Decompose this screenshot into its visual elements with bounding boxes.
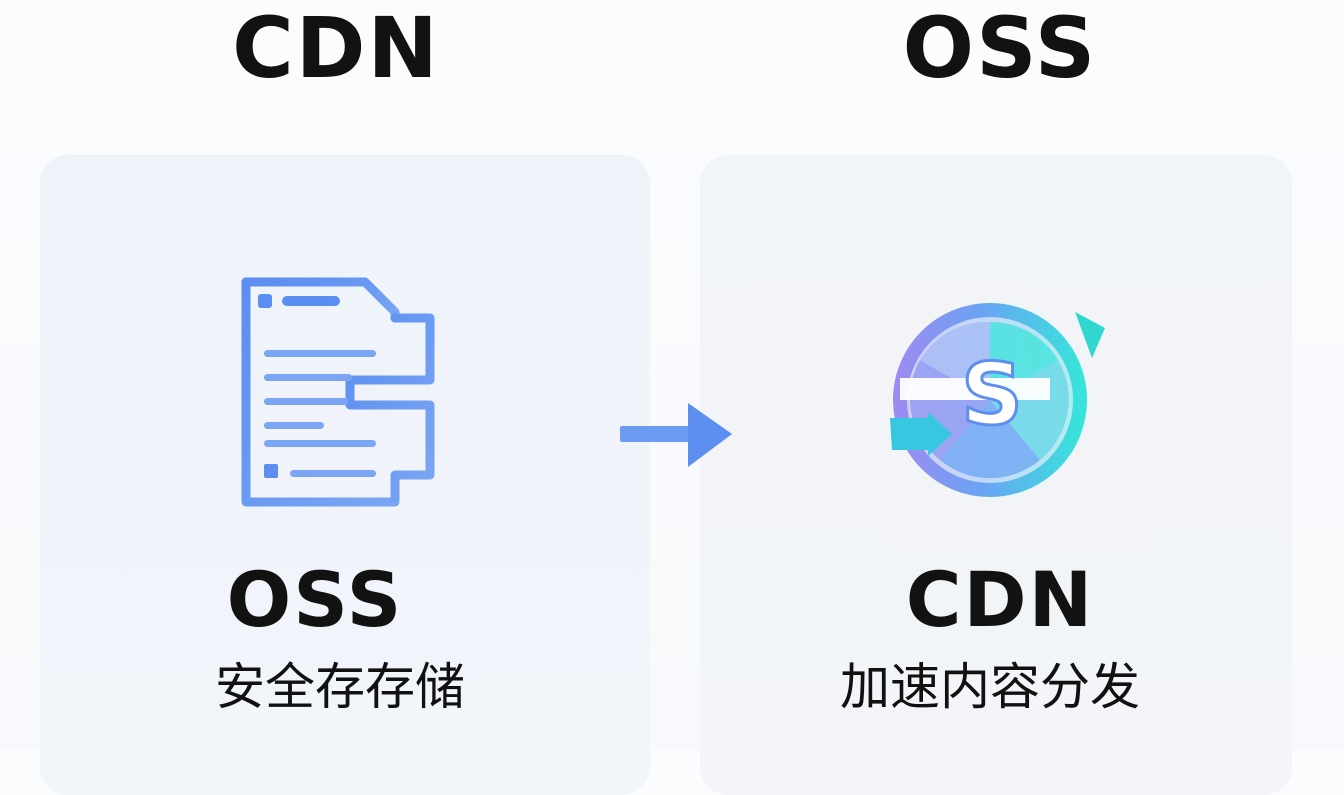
oss-label: OSS <box>226 555 404 644</box>
title-oss: OSS <box>902 0 1098 97</box>
document-storage-icon <box>241 277 435 507</box>
oss-subtitle: 安全存存储 <box>215 658 465 716</box>
cdn-subtitle: 加速内容分发 <box>840 658 1140 716</box>
title-cdn: CDN <box>232 0 440 97</box>
cdn-sync-icon: S <box>890 303 1105 497</box>
cdn-label: CDN <box>905 555 1095 644</box>
svg-text:S: S <box>961 345 1023 445</box>
arrow-right-icon <box>620 403 732 467</box>
